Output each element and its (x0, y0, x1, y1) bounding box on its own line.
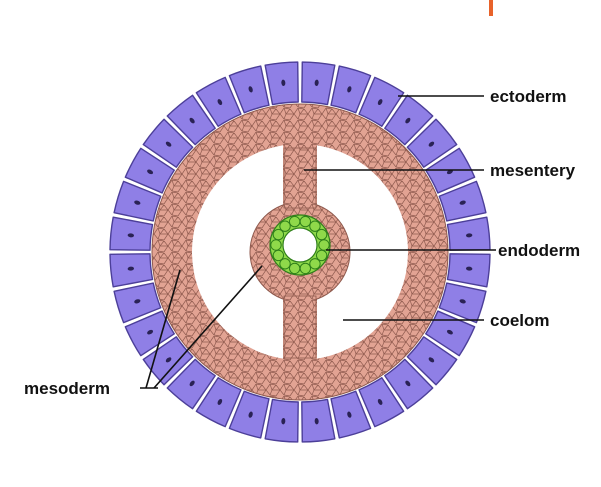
endoderm-cell (315, 249, 328, 262)
endoderm-cell (309, 220, 321, 232)
endoderm-cell (288, 215, 301, 228)
ectoderm-nucleus (377, 398, 383, 405)
endoderm-cell (299, 215, 312, 228)
label-ectoderm: ectoderm (490, 87, 567, 106)
dorsal-mesentery (283, 147, 317, 209)
ectoderm-nucleus (347, 411, 352, 418)
ectoderm-nucleus (165, 141, 172, 147)
ectoderm-nucleus (248, 86, 253, 93)
mesoderm-leader-inner (153, 265, 263, 389)
ectoderm-nucleus (127, 233, 135, 238)
endoderm-cell (309, 258, 321, 270)
ectoderm-nucleus (465, 233, 473, 238)
endoderm-cell (318, 239, 330, 251)
label-coelom: coelom (490, 311, 550, 330)
ectoderm-nucleus (446, 329, 453, 335)
ectoderm-nucleus (217, 99, 223, 106)
ectoderm-nucleus (189, 117, 195, 124)
endoderm-cell (272, 249, 285, 262)
label-mesoderm: mesoderm (24, 379, 110, 398)
ectoderm-nucleus (134, 200, 141, 205)
label-endoderm: endoderm (498, 241, 580, 260)
ectoderm-nucleus (459, 200, 466, 205)
ectoderm-cell-ring (109, 61, 491, 443)
ectoderm-nucleus (314, 417, 319, 425)
endoderm-cell-ring (269, 214, 331, 276)
ectoderm-nucleus (248, 411, 253, 418)
ventral-mesentery (283, 295, 317, 359)
ectoderm-nucleus (147, 169, 154, 175)
ectoderm-nucleus (217, 398, 223, 405)
ectoderm-nucleus (428, 141, 435, 147)
endoderm-cell (315, 228, 328, 241)
ectoderm-nucleus (405, 117, 411, 124)
endoderm-cell (299, 262, 312, 275)
endoderm-cell (288, 262, 301, 275)
endoderm-cell (279, 220, 291, 232)
endoderm-cell (279, 258, 291, 270)
ectoderm-nucleus (347, 86, 352, 93)
mesoderm-leader-outer (145, 269, 181, 389)
ectoderm-nucleus (428, 357, 435, 363)
ectoderm-nucleus (314, 79, 319, 87)
ectoderm-nucleus (281, 79, 286, 87)
endoderm-cell (272, 228, 285, 241)
ectoderm-nucleus (281, 417, 286, 425)
ectoderm-nucleus (127, 266, 135, 271)
ectoderm-nucleus (134, 299, 141, 304)
ectoderm-nucleus (377, 99, 383, 106)
gut-lumen (282, 227, 318, 263)
endoderm-cell (270, 239, 282, 251)
ectoderm-nucleus (147, 329, 154, 335)
label-mesentery: mesentery (490, 161, 576, 180)
ectoderm-nucleus (465, 266, 473, 271)
ectoderm-nucleus (189, 380, 195, 387)
ectoderm-nucleus (459, 299, 466, 304)
leader-lines (140, 95, 496, 389)
ectoderm-nucleus (165, 357, 172, 363)
corner-mark (489, 0, 493, 16)
ectoderm-nucleus (405, 380, 411, 387)
